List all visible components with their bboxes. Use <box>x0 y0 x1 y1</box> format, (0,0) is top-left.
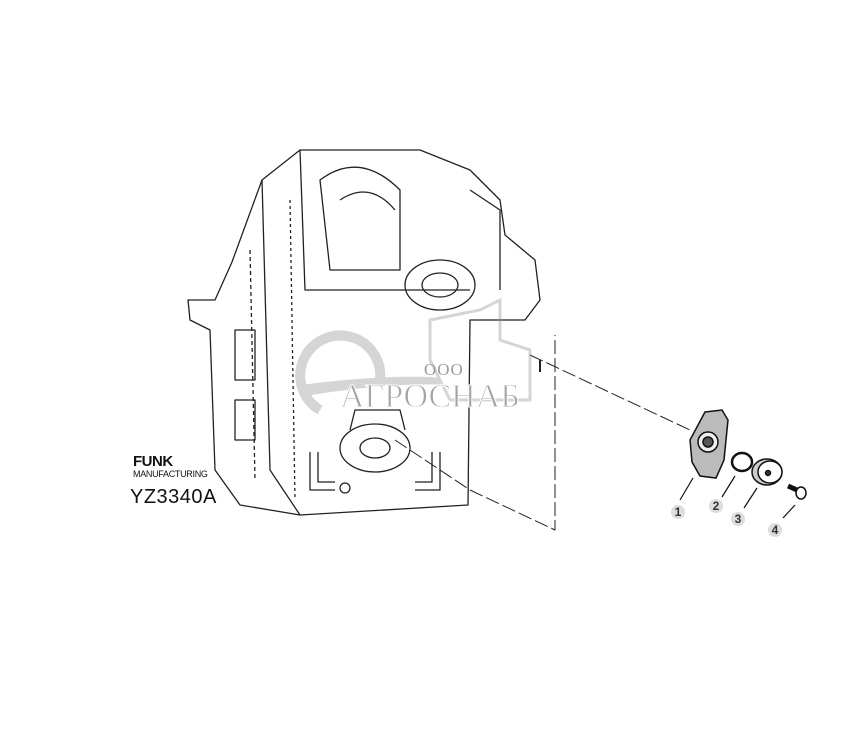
leader-line <box>394 335 556 531</box>
part-3-washer <box>751 458 783 486</box>
callout-4: 4 <box>768 523 782 537</box>
leader-line <box>529 354 691 431</box>
part-2-o-ring <box>730 451 754 473</box>
callout-3: 3 <box>731 512 745 526</box>
watermark-name: АГРОСНАБ <box>340 378 521 416</box>
brand-logo: FUNK MANUFACTURING <box>133 453 208 479</box>
brand-subtitle: MANUFACTURING <box>133 469 208 479</box>
part-1-housing <box>689 409 729 479</box>
watermark-prefix: ООО <box>424 360 464 379</box>
callout-2: 2 <box>709 499 723 513</box>
callout-1: 1 <box>671 505 685 519</box>
watermark-logo <box>295 297 532 415</box>
brand-name: FUNK <box>133 453 173 470</box>
gearbox-housing <box>187 149 541 516</box>
part-4-bolt <box>786 483 807 500</box>
drawing-code: YZ3340A <box>130 486 217 508</box>
